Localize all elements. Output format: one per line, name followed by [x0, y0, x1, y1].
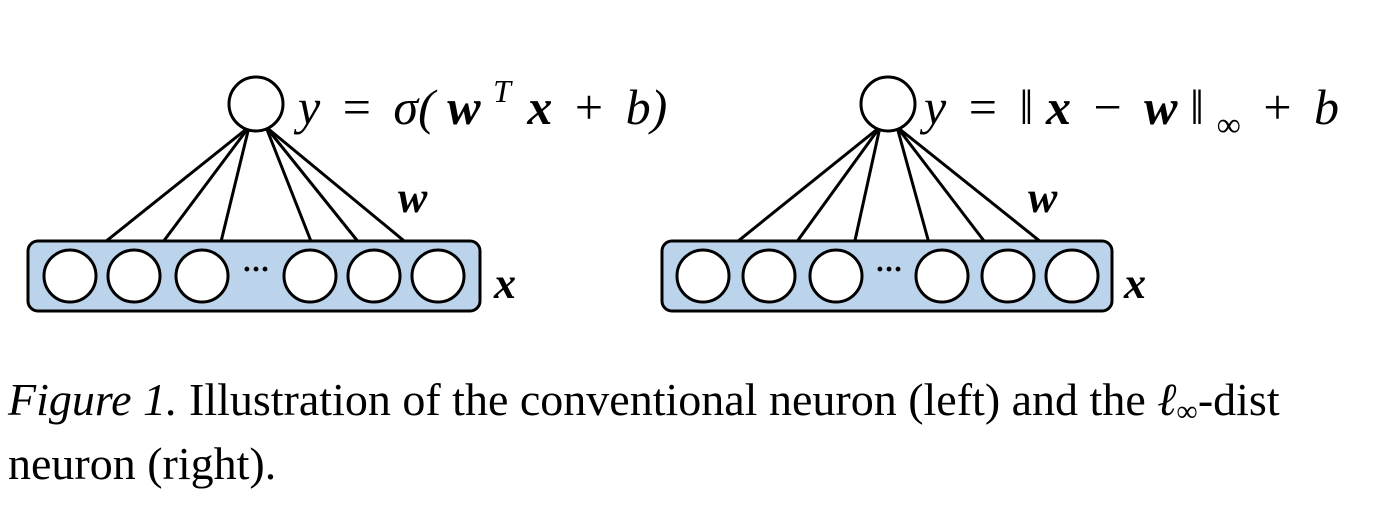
formula-x: x [1045, 79, 1071, 135]
formula-T: T [493, 73, 513, 109]
input-nodes [675, 248, 1100, 304]
input-label: x [493, 259, 516, 308]
input-node [675, 248, 731, 304]
input-node [980, 248, 1036, 304]
connection-line [264, 126, 370, 255]
linf-dist-neuron-diagram: ··· y = ‖ x − w ‖ ∞ + b w x [660, 75, 1339, 313]
weight-label: w [398, 173, 428, 222]
formula-y: y [919, 79, 947, 135]
formula-plus: + [575, 79, 603, 135]
caption-ell-symbol: ℓ [1157, 374, 1177, 425]
formula-eq: = [969, 79, 997, 135]
input-label: x [1123, 259, 1146, 308]
neuron-formula: y = σ( w T x + b) [293, 57, 667, 135]
formula-eq: = [343, 79, 371, 135]
connection-line [264, 126, 318, 255]
formula-sigma: σ( [393, 79, 438, 135]
caption-ell-subscript: ∞ [1176, 395, 1198, 428]
formula-x: x [526, 79, 552, 135]
input-node [914, 248, 970, 304]
conventional-neuron-diagram: ··· y = σ( w T x + b) w x [26, 57, 667, 313]
weight-connections [89, 125, 421, 256]
input-node [741, 248, 797, 304]
formula-minus: − [1093, 79, 1121, 135]
caption-text-before: Illustration of the conventional neuron … [177, 374, 1158, 425]
connection-line [896, 125, 1057, 256]
weight-connections [721, 125, 1057, 256]
input-node [808, 248, 864, 304]
neuron-formula: y = ‖ x − w ‖ ∞ + b [919, 79, 1339, 147]
figure-label: Figure 1. [8, 374, 178, 425]
ellipsis: ··· [242, 255, 269, 285]
formula-b: b [1314, 79, 1339, 135]
formula-w: w [1144, 79, 1178, 135]
connection-line [786, 126, 882, 255]
input-nodes [42, 248, 466, 304]
input-node [174, 248, 230, 304]
figure-caption: Figure 1. Illustration of the convention… [8, 368, 1393, 496]
input-node [42, 248, 98, 304]
weight-label: w [1028, 173, 1058, 222]
connection-line [895, 126, 934, 255]
formula-plus: + [1263, 79, 1291, 135]
formula-y: y [293, 79, 321, 135]
input-node [1044, 248, 1100, 304]
ellipsis: ··· [875, 255, 902, 285]
input-node [410, 248, 466, 304]
caption-text-after: -dist neuron (right). [8, 374, 1280, 489]
connection-line [89, 125, 250, 256]
output-neuron [227, 75, 285, 133]
connection-line [216, 126, 251, 255]
connection-line [721, 125, 881, 256]
formula-norm-open: ‖ [1019, 79, 1033, 135]
connection-line [265, 125, 421, 256]
input-node [282, 248, 338, 304]
formula-inf: ∞ [1217, 107, 1241, 144]
connection-line [152, 126, 251, 255]
formula-w: w [447, 79, 481, 135]
input-node [346, 248, 402, 304]
connection-line [895, 126, 996, 255]
neuron-diagrams: ··· y = σ( w T x + b) w x [26, 57, 1339, 313]
formula-b: b) [626, 79, 668, 135]
formula-norm-close: ‖ [1190, 79, 1204, 135]
output-neuron [859, 75, 917, 133]
connection-line [850, 126, 882, 255]
input-node [106, 248, 162, 304]
